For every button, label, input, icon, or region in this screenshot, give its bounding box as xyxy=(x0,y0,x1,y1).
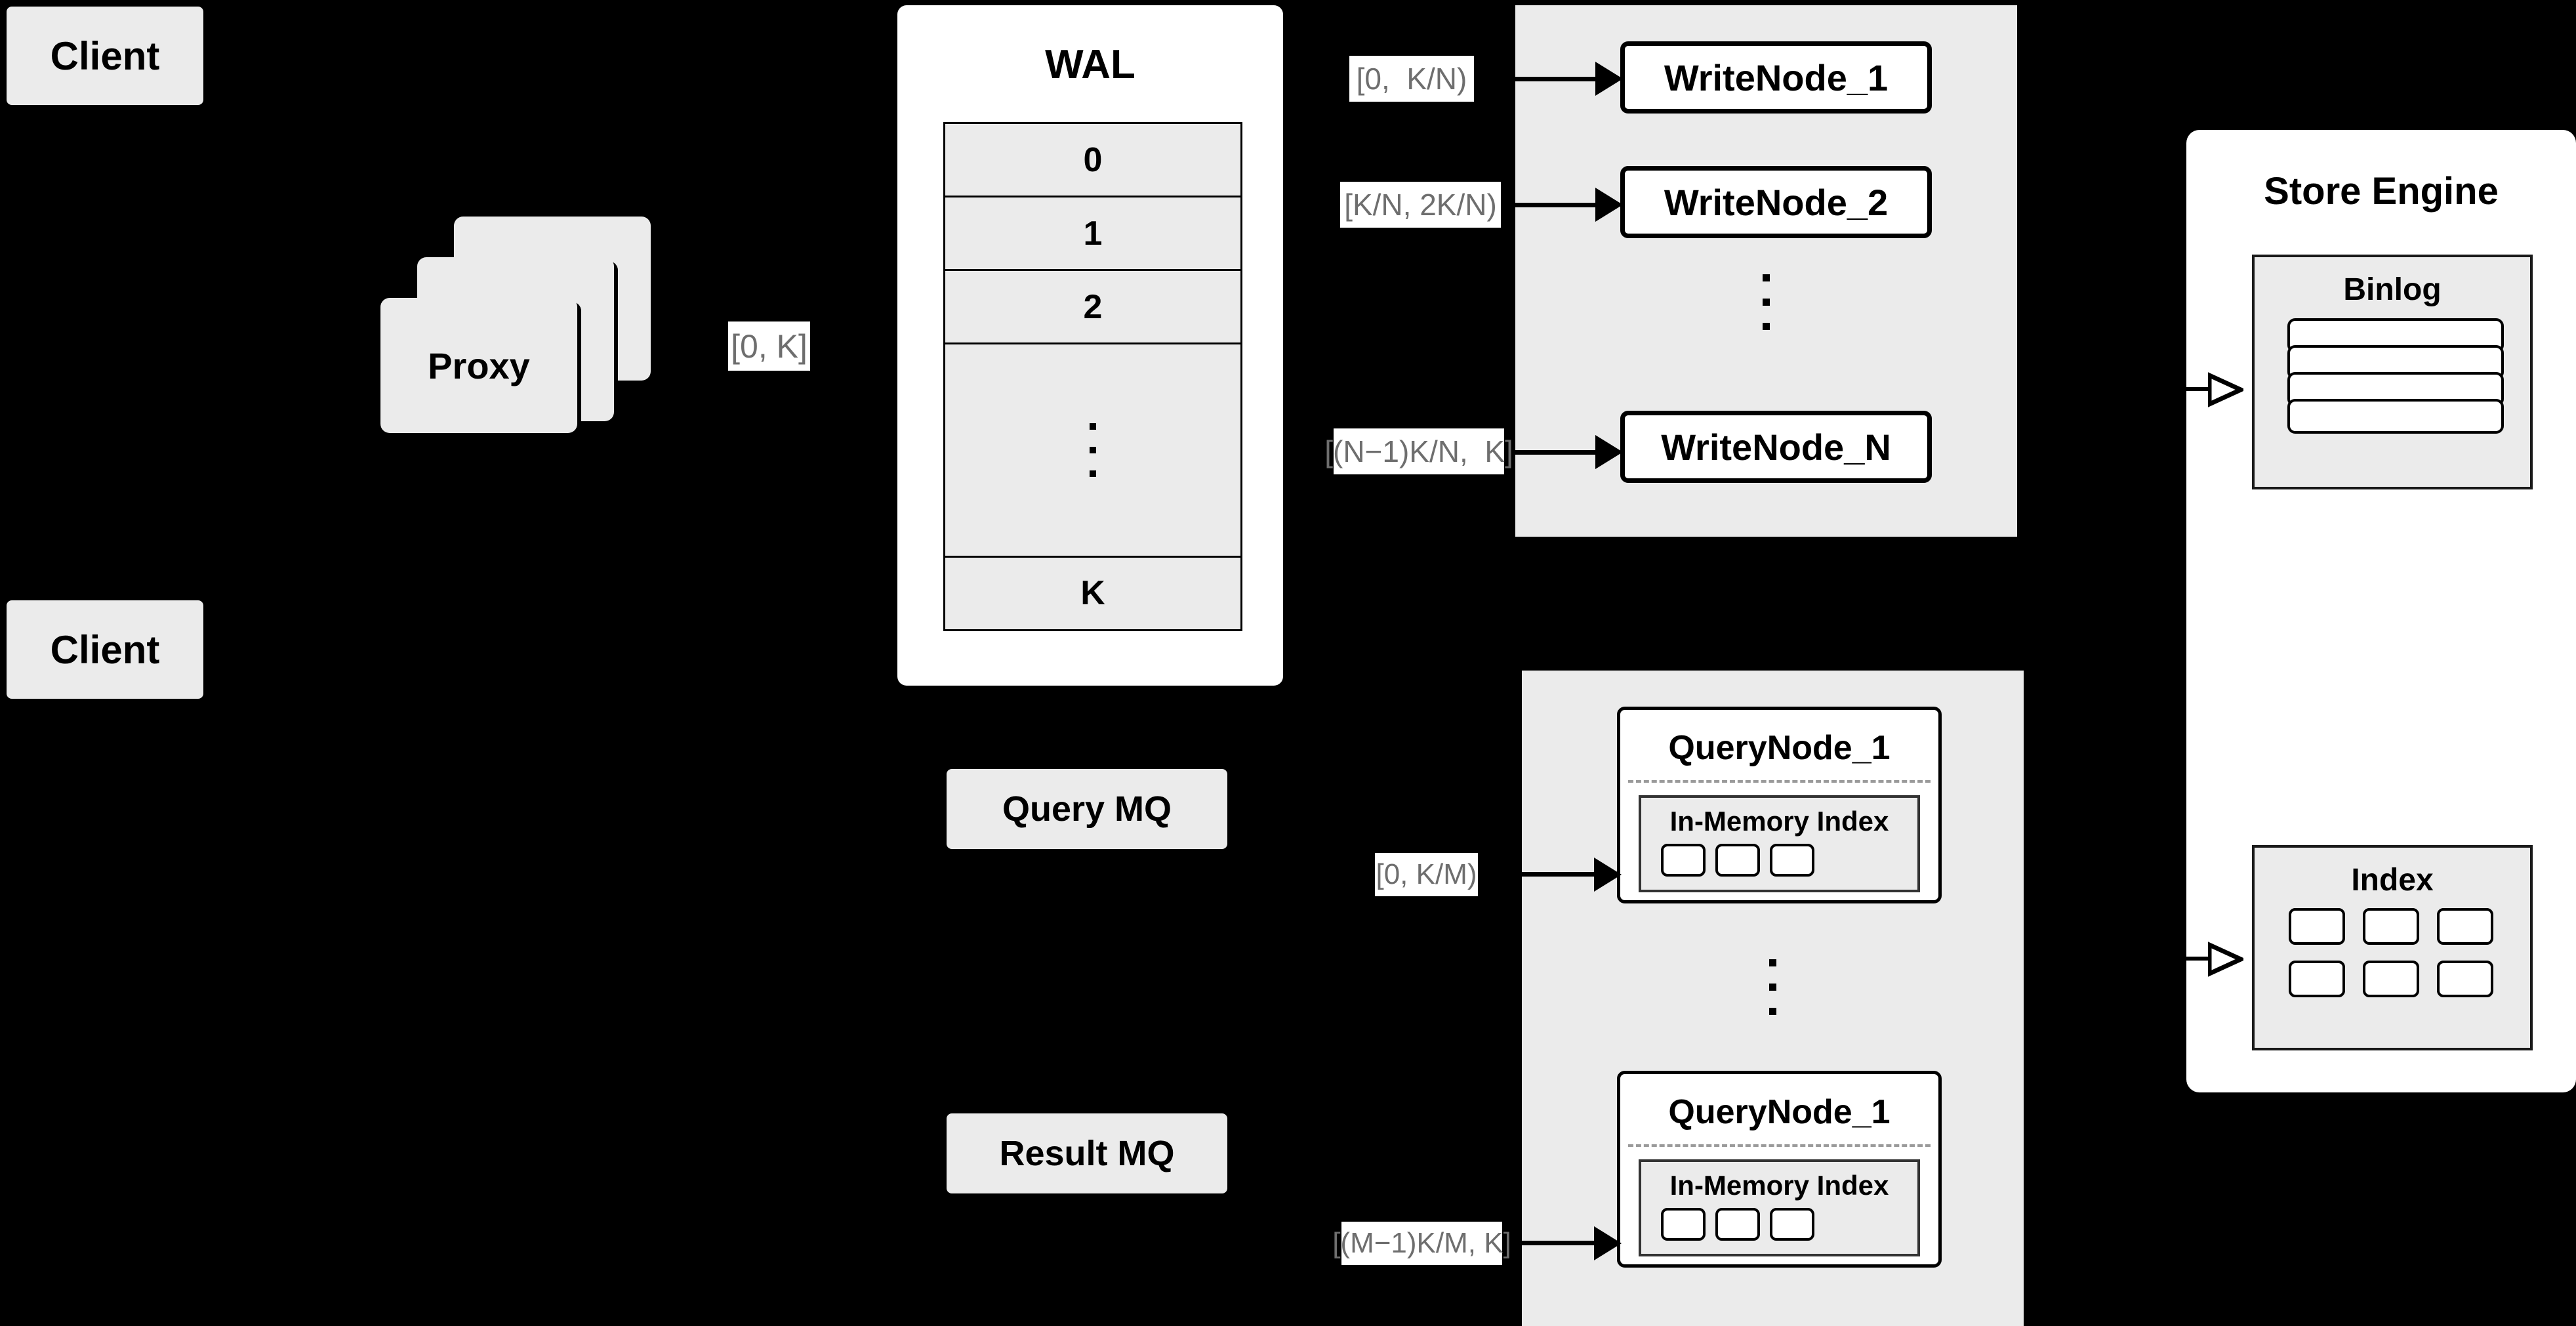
store-engine-title: Store Engine xyxy=(2264,170,2499,213)
index-cell-1[interactable] xyxy=(2289,908,2345,945)
arrow-head-query-1 xyxy=(1594,858,1622,892)
write-node-2-label: WriteNode_2 xyxy=(1664,181,1889,223)
binlog-panel: Binlog xyxy=(2252,255,2533,489)
index-cell-3[interactable] xyxy=(2437,908,2493,945)
write-node-1-range-label: [0, K/N) xyxy=(1349,56,1474,102)
proxy-card-front[interactable]: Proxy xyxy=(380,298,577,433)
proxy-stack[interactable]: Proxy xyxy=(380,217,656,433)
query-node-1-segment-1[interactable] xyxy=(1661,844,1706,877)
wal-cell-1[interactable]: 1 xyxy=(945,197,1240,271)
arrow-head-write-n xyxy=(1595,435,1623,469)
write-node-2-range-label: [K/N, 2K/N) xyxy=(1340,182,1501,228)
query-node-2-inmemory-index: In-Memory Index xyxy=(1639,1159,1920,1256)
wal-cell-2[interactable]: 2 xyxy=(945,271,1240,344)
query-node-1-title: QueryNode_1 xyxy=(1668,729,1891,767)
query-node-2-segment-2[interactable] xyxy=(1715,1208,1760,1241)
wal-ellipsis-dot-2 xyxy=(1090,447,1096,453)
query-node-1-inmemory-index: In-Memory Index xyxy=(1639,795,1920,892)
client-box-2[interactable]: Client xyxy=(7,600,203,699)
client-label-2: Client xyxy=(50,627,160,672)
wal-ellipsis-dot-1 xyxy=(1090,423,1096,430)
query-node-1-range-label: [0, K/M) xyxy=(1375,853,1478,896)
query-node-2-title: QueryNode_1 xyxy=(1668,1093,1891,1131)
write-ellipsis-dot-3 xyxy=(1763,323,1770,330)
query-node-ellipsis xyxy=(1767,959,1780,1015)
arrow-head-index-icon xyxy=(2208,942,2243,977)
wal-cell-0[interactable]: 0 xyxy=(945,124,1240,197)
query-node-2[interactable]: QueryNode_1 In-Memory Index xyxy=(1617,1071,1942,1268)
arrow-line-write-2 xyxy=(1514,203,1599,207)
write-node-n[interactable]: WriteNode_N xyxy=(1620,411,1932,483)
write-ellipsis-dot-2 xyxy=(1763,299,1770,306)
store-engine-panel: Store Engine Binlog Index xyxy=(2186,130,2576,1092)
query-node-group: QueryNode_1 In-Memory Index QueryNode_1 xyxy=(1522,671,2024,1326)
query-node-2-segment-3[interactable] xyxy=(1770,1208,1814,1241)
index-cell-5[interactable] xyxy=(2363,961,2419,997)
index-title: Index xyxy=(2351,863,2434,898)
query-ellipsis-dot-3 xyxy=(1769,1008,1776,1015)
arrow-line-query-2 xyxy=(1521,1241,1599,1245)
arrow-head-query-2 xyxy=(1594,1226,1622,1260)
query-ellipsis-dot-1 xyxy=(1769,959,1776,966)
arrow-line-write-1 xyxy=(1514,77,1599,81)
query-node-1-segment-2[interactable] xyxy=(1715,844,1760,877)
query-node-2-segment-1[interactable] xyxy=(1661,1208,1706,1241)
wal-cell-ellipsis xyxy=(945,344,1240,558)
query-node-2-inmemory-title: In-Memory Index xyxy=(1669,1170,1889,1201)
proxy-label: Proxy xyxy=(428,344,530,386)
query-node-1-inmemory-title: In-Memory Index xyxy=(1669,806,1889,837)
write-node-1[interactable]: WriteNode_1 xyxy=(1620,41,1932,114)
wal-cell-k[interactable]: K xyxy=(945,558,1240,628)
wal-ellipsis-dot-3 xyxy=(1090,470,1096,477)
query-node-2-divider xyxy=(1628,1144,1931,1147)
wal-entry-table: 0 1 2 K xyxy=(943,122,1242,631)
write-node-2[interactable]: WriteNode_2 xyxy=(1620,166,1932,238)
arrow-head-write-1 xyxy=(1595,62,1623,96)
binlog-row-4[interactable] xyxy=(2287,399,2504,434)
wal-title: WAL xyxy=(1045,42,1135,87)
arrow-line-binlog xyxy=(2178,387,2212,391)
index-panel: Index xyxy=(2252,845,2533,1050)
query-mq-label: Query MQ xyxy=(1002,789,1172,829)
arrow-line-query-1 xyxy=(1521,872,1599,877)
query-node-1[interactable]: QueryNode_1 In-Memory Index xyxy=(1617,707,1942,903)
write-node-group: WriteNode_1 WriteNode_2 WriteNode_N xyxy=(1515,5,2017,537)
wal-panel: WAL 0 1 2 K xyxy=(897,5,1283,686)
proxy-range-label: [0, K] xyxy=(728,321,810,371)
query-mq-box[interactable]: Query MQ xyxy=(947,769,1227,849)
query-node-2-range-label: [(M−1)K/M, K] xyxy=(1332,1222,1511,1265)
index-cell-2[interactable] xyxy=(2363,908,2419,945)
result-mq-label: Result MQ xyxy=(999,1134,1175,1173)
arrow-head-write-2 xyxy=(1595,188,1623,222)
write-node-1-label: WriteNode_1 xyxy=(1664,56,1889,98)
arrow-line-write-n xyxy=(1514,450,1599,455)
client-label-1: Client xyxy=(50,33,160,78)
arrow-line-index xyxy=(2178,957,2212,961)
query-node-1-divider xyxy=(1628,780,1931,783)
write-ellipsis-dot-1 xyxy=(1763,274,1770,281)
client-box-1[interactable]: Client xyxy=(7,7,203,105)
query-ellipsis-dot-2 xyxy=(1769,984,1776,991)
result-mq-box[interactable]: Result MQ xyxy=(947,1113,1227,1193)
write-node-ellipsis xyxy=(1760,274,1773,330)
arrow-head-binlog-icon xyxy=(2208,372,2243,407)
binlog-title: Binlog xyxy=(2343,272,2442,307)
write-node-n-label: WriteNode_N xyxy=(1661,426,1891,468)
index-cell-6[interactable] xyxy=(2437,961,2493,997)
index-cell-4[interactable] xyxy=(2289,961,2345,997)
query-node-1-segment-3[interactable] xyxy=(1770,844,1814,877)
write-node-n-range-label: [(N−1)K/N, K] xyxy=(1324,428,1513,474)
